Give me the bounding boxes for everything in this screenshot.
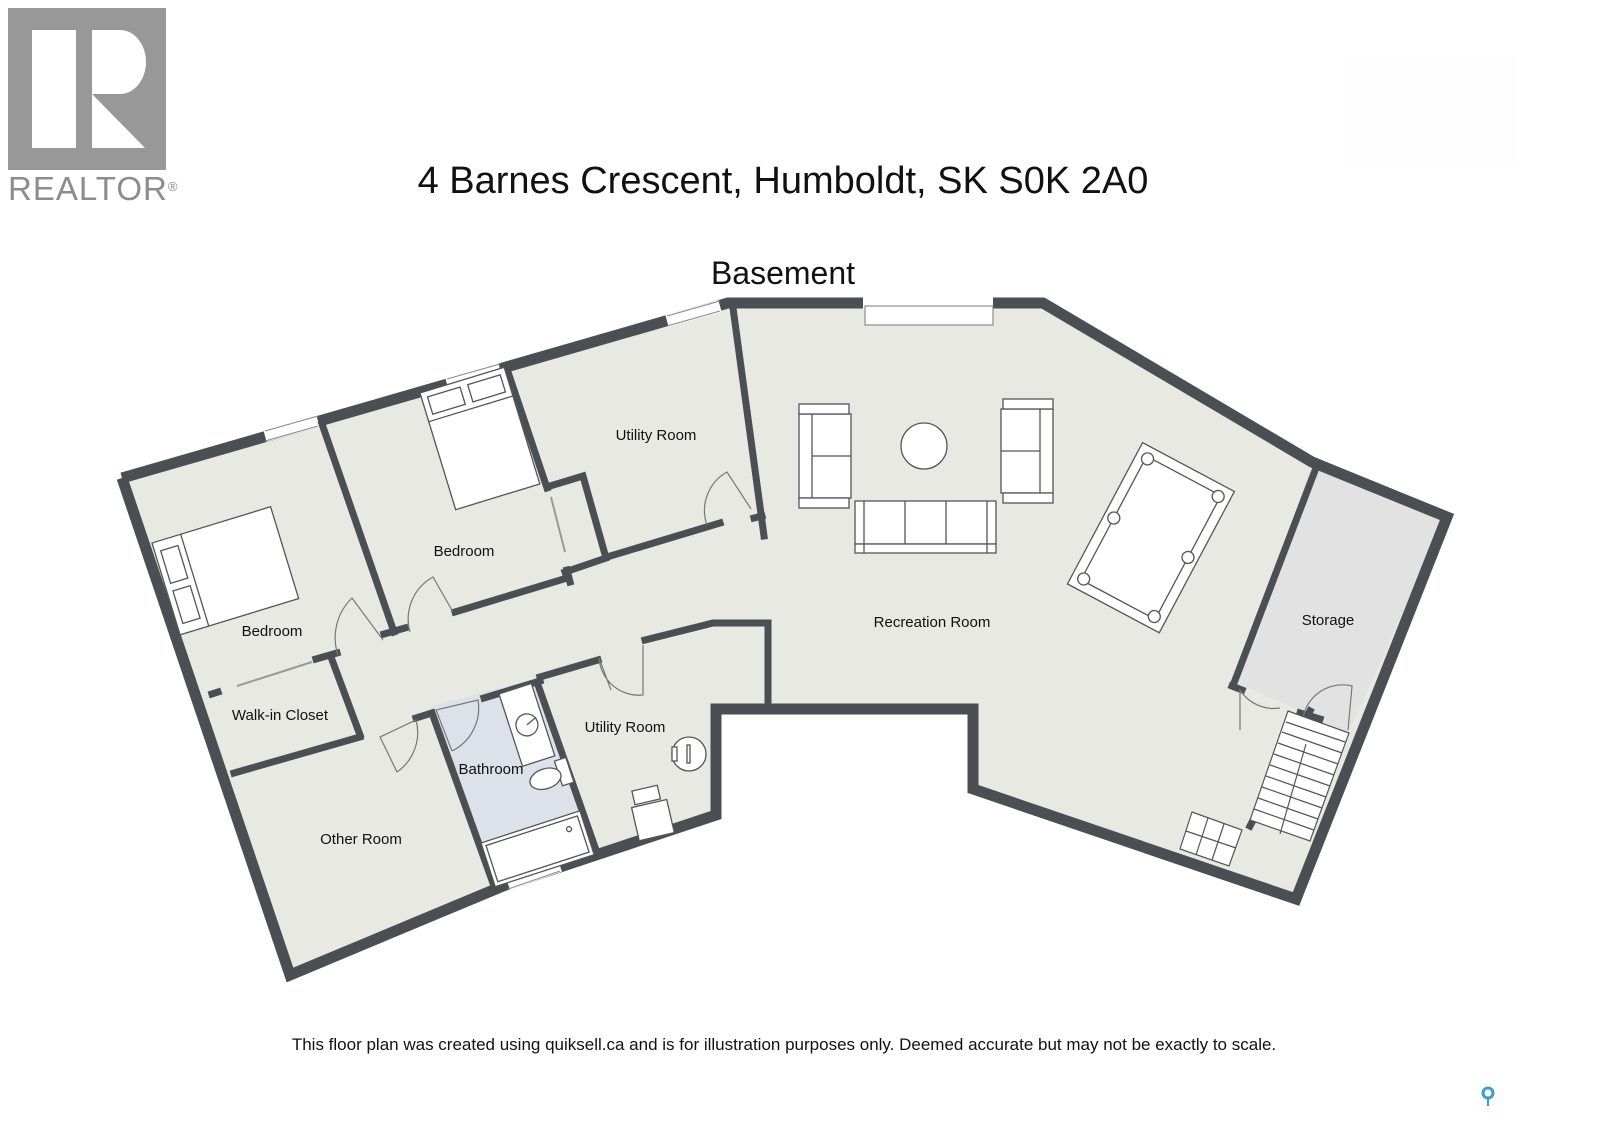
bathroom-door (435, 699, 480, 752)
label-bedroom-1: Bedroom (242, 623, 303, 640)
recreation-door (1239, 687, 1281, 730)
doors (236, 471, 1353, 773)
bedroom2-door (407, 576, 454, 633)
label-utility-room-bottom: Utility Room (585, 719, 666, 736)
pool-table (1066, 441, 1236, 634)
coffee-table (900, 422, 948, 470)
utility-bottom-door (598, 645, 644, 696)
label-utility-room-top: Utility Room (616, 427, 697, 444)
room-labels: Bedroom Bedroom Utility Room Recreation … (232, 427, 1354, 848)
realtor-logo: REALTOR® (8, 8, 179, 207)
utility-top-door (703, 471, 752, 526)
bathroom-vanity (498, 682, 556, 768)
property-address: 4 Barnes Crescent, Humboldt, SK S0K 2A0 (417, 160, 1149, 202)
furniture (151, 366, 1236, 888)
toilet (529, 756, 575, 791)
floor-name: Basement (710, 255, 856, 291)
realtor-r-icon (8, 8, 166, 170)
interior-walls (207, 304, 1325, 891)
closet-slider (236, 661, 313, 687)
label-bathroom: Bathroom (458, 761, 523, 778)
closet-slider-2 (550, 496, 566, 553)
label-bedroom-2: Bedroom (434, 543, 495, 560)
sofa (854, 500, 997, 554)
label-recreation-room: Recreation Room (874, 614, 991, 631)
bedroom1-door (334, 597, 384, 656)
tv-console (864, 305, 994, 326)
label-walk-in-closet: Walk-in Closet (232, 707, 329, 724)
watermark (1343, 55, 1518, 163)
disclaimer: This floor plan was created using quikse… (291, 1035, 1277, 1054)
label-storage: Storage (1302, 612, 1355, 629)
furnace (630, 784, 676, 842)
loveseat-right (1000, 398, 1054, 504)
map-pin-icon[interactable] (1480, 1086, 1496, 1108)
bed-bedroom-1 (151, 505, 300, 636)
other-room-door (379, 719, 419, 773)
water-heater (671, 736, 707, 772)
label-other-room: Other Room (320, 831, 402, 848)
storage-door (1302, 684, 1353, 731)
bathtub (480, 810, 595, 888)
loveseat-left (798, 403, 852, 509)
bed-bedroom-2 (419, 366, 541, 511)
outer-walls (116, 297, 1455, 983)
stairs (1179, 710, 1350, 867)
realtor-wordmark: REALTOR® (8, 170, 179, 207)
